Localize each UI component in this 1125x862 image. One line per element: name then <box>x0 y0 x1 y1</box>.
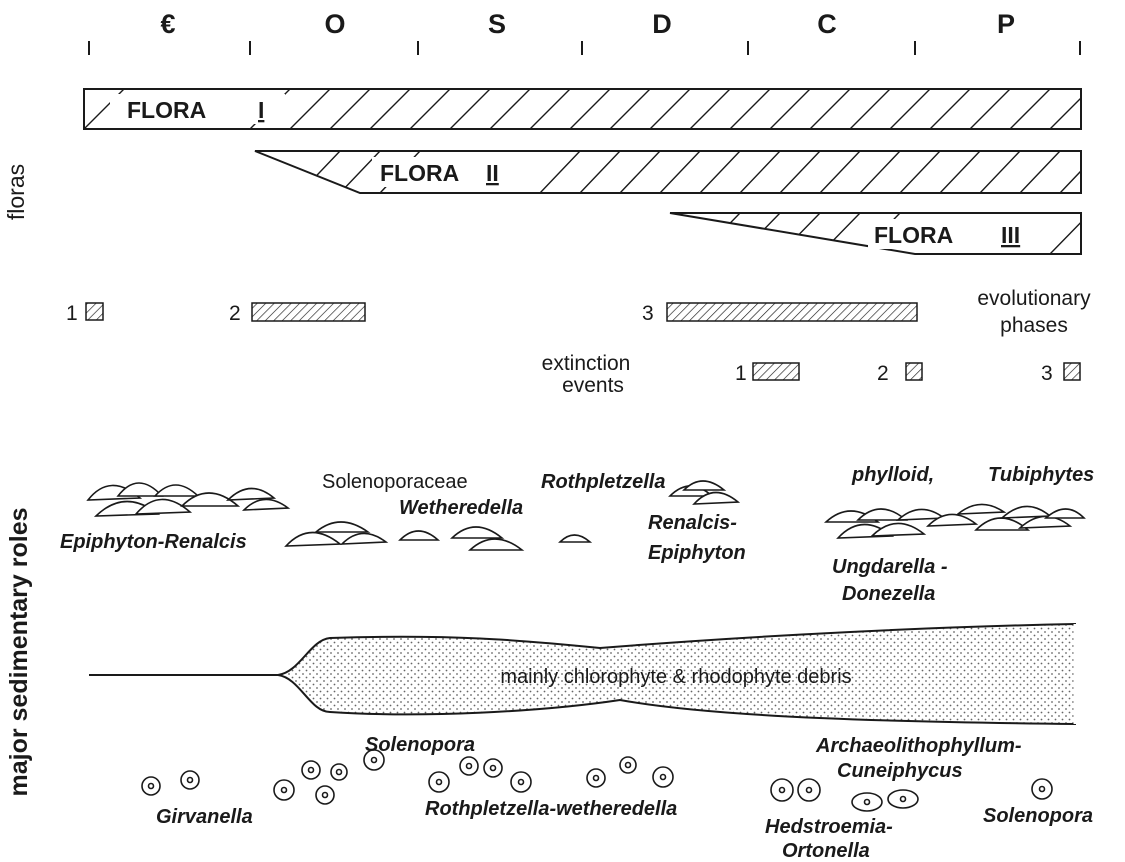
label-rothpletzella-wetheredella: Rothpletzella-wetheredella <box>425 798 677 820</box>
label-hedstroemia-line1: Hedstroemia- <box>765 816 893 838</box>
label-solenoporaceae: Solenoporaceae <box>322 471 468 493</box>
phases-label-line2: phases <box>1000 314 1068 337</box>
phase-1-box <box>86 303 103 320</box>
label-hedstroemia-line2: Ortonella <box>782 840 870 862</box>
phase-3-box <box>667 303 917 321</box>
debris-wedge: mainly chlorophyte & rhodophyte debris <box>89 624 1075 724</box>
period-labels: € O S D C P <box>160 9 1015 39</box>
period-devonian: D <box>652 9 672 39</box>
flora-2-numeral: II <box>486 160 499 186</box>
extinction-2-number: 2 <box>877 362 889 385</box>
flora-3-bar: FLORA III <box>670 213 1090 254</box>
label-archaeolithophyllum-line1: Archaeolithophyllum- <box>815 735 1022 757</box>
period-silurian: S <box>488 9 506 39</box>
flora-3-label: FLORA <box>874 222 953 248</box>
phase-3-number: 3 <box>642 302 654 325</box>
label-archaeolithophyllum-line2: Cuneiphycus <box>837 760 963 782</box>
flora-2-label: FLORA <box>380 160 459 186</box>
label-renalcis-line2: Epiphyton <box>648 542 746 564</box>
extinction-label-line2: events <box>562 374 624 397</box>
period-carboniferous: C <box>817 9 837 39</box>
extinction-events: extinction events 1 2 3 <box>542 352 1080 397</box>
evolutionary-phases: 1 2 3 evolutionary phases <box>66 287 1091 337</box>
flora-1-numeral: I <box>258 97 264 123</box>
phases-label-line1: evolutionary <box>977 287 1091 310</box>
axis-floras: floras <box>3 164 29 220</box>
oncoid-labels: Girvanella Solenopora Rothpletzella-weth… <box>156 734 1093 862</box>
extinction-3-number: 3 <box>1041 362 1053 385</box>
flora-1-label: FLORA <box>127 97 206 123</box>
label-phylloid: phylloid, <box>851 464 934 486</box>
extinction-1-number: 1 <box>735 362 747 385</box>
label-wetheredella: Wetheredella <box>399 497 523 519</box>
extinction-label-line1: extinction <box>542 352 631 375</box>
extinction-2-box <box>906 363 922 380</box>
label-epiphyton-renalcis: Epiphyton-Renalcis <box>60 531 247 553</box>
label-ungdarella-line1: Ungdarella - <box>832 556 948 578</box>
debris-label: mainly chlorophyte & rhodophyte debris <box>500 666 851 688</box>
extinction-3-box <box>1064 363 1080 380</box>
flora-3-numeral: III <box>1001 222 1020 248</box>
label-solenopora-upper: Solenopora <box>365 734 475 756</box>
phase-1-number: 1 <box>66 302 78 325</box>
label-ungdarella-line2: Donezella <box>842 583 935 605</box>
period-ticks <box>89 41 1080 55</box>
phase-2-number: 2 <box>229 302 241 325</box>
phase-2-box <box>252 303 365 321</box>
label-girvanella: Girvanella <box>156 806 253 828</box>
period-ordovician: O <box>324 9 345 39</box>
extinction-1-box <box>753 363 799 380</box>
label-rothpletzella-top: Rothpletzella <box>541 471 665 493</box>
flora-1-bar: FLORA I <box>84 89 1125 129</box>
axis-major-sedimentary-roles: major sedimentary roles <box>5 507 33 796</box>
label-solenopora-lower: Solenopora <box>983 805 1093 827</box>
label-tubiphytes: Tubiphytes <box>988 464 1094 486</box>
period-permian: P <box>997 9 1015 39</box>
period-cambrian: € <box>160 9 175 39</box>
label-renalcis-line1: Renalcis- <box>648 512 737 534</box>
flora-2-bar: FLORA II <box>255 151 1100 193</box>
